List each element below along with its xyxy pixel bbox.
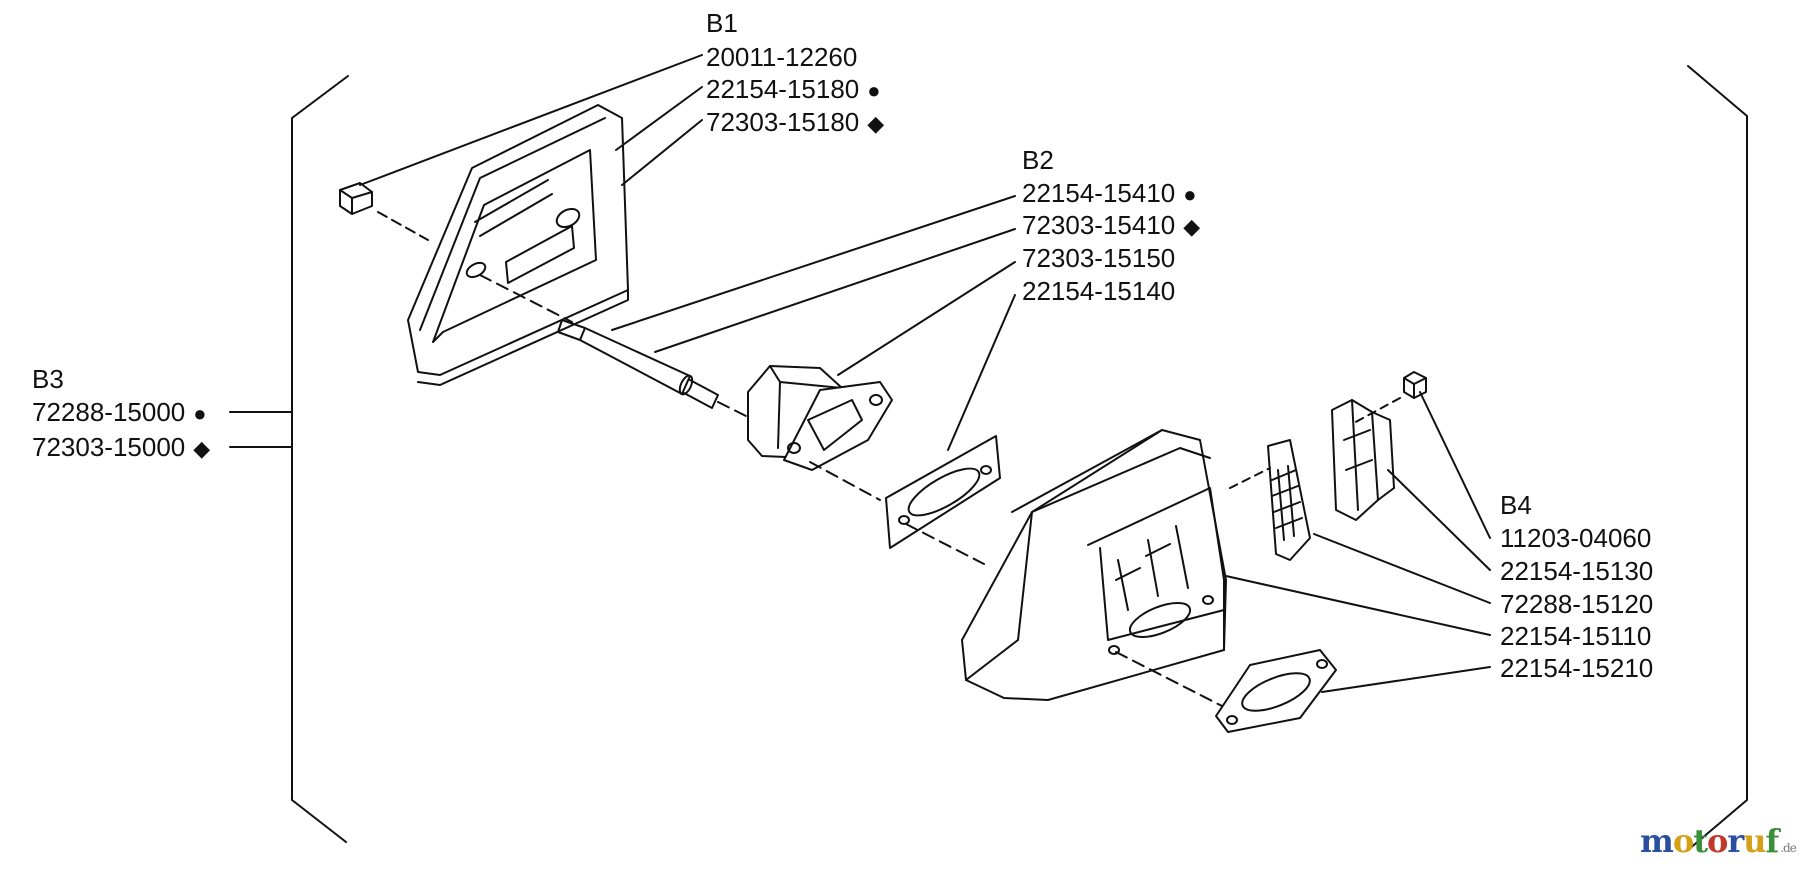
muffler-cover (407, 104, 629, 386)
circle-marker-icon: ● (193, 401, 207, 426)
watermark-letter: f (1765, 822, 1779, 860)
screen-cover (1331, 399, 1395, 521)
axis-body (1115, 651, 1223, 707)
part-number: 22154-15210 (1500, 653, 1654, 683)
part-label-b1-1: 20011-12260 (706, 42, 865, 74)
part-number: 72288-15120 (1500, 589, 1654, 619)
leader-b2-4 (947, 294, 1016, 451)
part-number: 22154-15180 (706, 74, 860, 104)
group-heading-b2: B2 (1022, 145, 1054, 175)
leader-b4-5 (1321, 666, 1491, 693)
leader-b2-2 (654, 228, 1016, 353)
part-label-b4-1: 11203-04060 (1500, 523, 1659, 555)
leader-b1-3 (621, 119, 703, 186)
stud-bolt (479, 274, 771, 429)
gasket-small (885, 435, 1001, 549)
circle-marker-icon: ● (1183, 182, 1197, 207)
diamond-marker-icon: ◆ (867, 111, 885, 136)
spark-screen (1229, 439, 1311, 561)
group-heading-b3: B3 (32, 364, 64, 394)
part-label-b4-3: 72288-15120 (1500, 589, 1661, 621)
leader-b4-1 (1419, 391, 1491, 539)
part-label-b2-3: 72303-15150 (1022, 243, 1183, 275)
leader-b1-2 (615, 86, 703, 151)
diamond-marker-icon: ◆ (1183, 214, 1201, 239)
watermark-logo: motoruf.de (1640, 822, 1797, 860)
part-number: 72303-15000 (32, 432, 186, 462)
axis-gasket (905, 523, 985, 565)
part-label-b3-1: 72288-15000 ● (32, 397, 207, 429)
muffler-body (961, 429, 1227, 701)
axis-nut (377, 211, 429, 241)
axis-deflector (809, 461, 881, 501)
watermark-letter: m (1640, 822, 1674, 860)
part-label-b2-1: 22154-15410 ● (1022, 178, 1197, 210)
leader-b1-1 (359, 54, 703, 186)
part-number: 72288-15000 (32, 397, 186, 427)
part-number: 22154-15130 (1500, 556, 1654, 586)
diamond-marker-icon: ◆ (193, 436, 211, 461)
gasket-large (1215, 649, 1337, 733)
watermark-tld: .de (1780, 841, 1797, 855)
group-heading-b4: B4 (1500, 490, 1532, 520)
watermark-letter: r (1727, 822, 1744, 860)
part-label-b3-2: 72303-15000 ◆ (32, 432, 210, 464)
watermark-letter: t (1693, 822, 1708, 860)
part-label-b4-5: 22154-15210 (1500, 653, 1661, 685)
group-heading-b1: B1 (706, 8, 738, 38)
part-label-b2-4: 22154-15140 (1022, 276, 1183, 308)
part-number: 20011-12260 (706, 42, 858, 72)
part-label-b2-2: 72303-15410 ◆ (1022, 210, 1200, 242)
part-number: 72303-15150 (1022, 243, 1176, 273)
exhaust-deflector (747, 365, 893, 471)
part-number: 72303-15180 (706, 107, 860, 137)
circle-marker-icon: ● (867, 78, 881, 103)
part-number: 22154-15140 (1022, 276, 1176, 306)
watermark-letter: o (1672, 822, 1694, 860)
part-label-b4-4: 22154-15110 (1500, 621, 1659, 653)
nut-part (339, 182, 373, 215)
leader-b2-3 (837, 261, 1016, 376)
part-label-b1-2: 22154-15180 ● (706, 74, 881, 106)
watermark-letter: o (1706, 822, 1728, 860)
leader-b4-4 (1225, 575, 1491, 636)
leader-b2-1 (611, 195, 1016, 331)
leader-b4-3 (1313, 533, 1491, 604)
part-number: 11203-04060 (1500, 523, 1652, 553)
watermark-letter: u (1743, 822, 1766, 860)
part-label-b1-3: 72303-15180 ◆ (706, 107, 884, 139)
part-number: 72303-15410 (1022, 210, 1176, 240)
leader-b4-2 (1387, 469, 1491, 571)
left-bracket (291, 75, 349, 843)
part-number: 22154-15410 (1022, 178, 1176, 208)
part-number: 22154-15110 (1500, 621, 1652, 651)
right-bracket (1687, 65, 1748, 851)
part-label-b4-2: 22154-15130 (1500, 556, 1661, 588)
